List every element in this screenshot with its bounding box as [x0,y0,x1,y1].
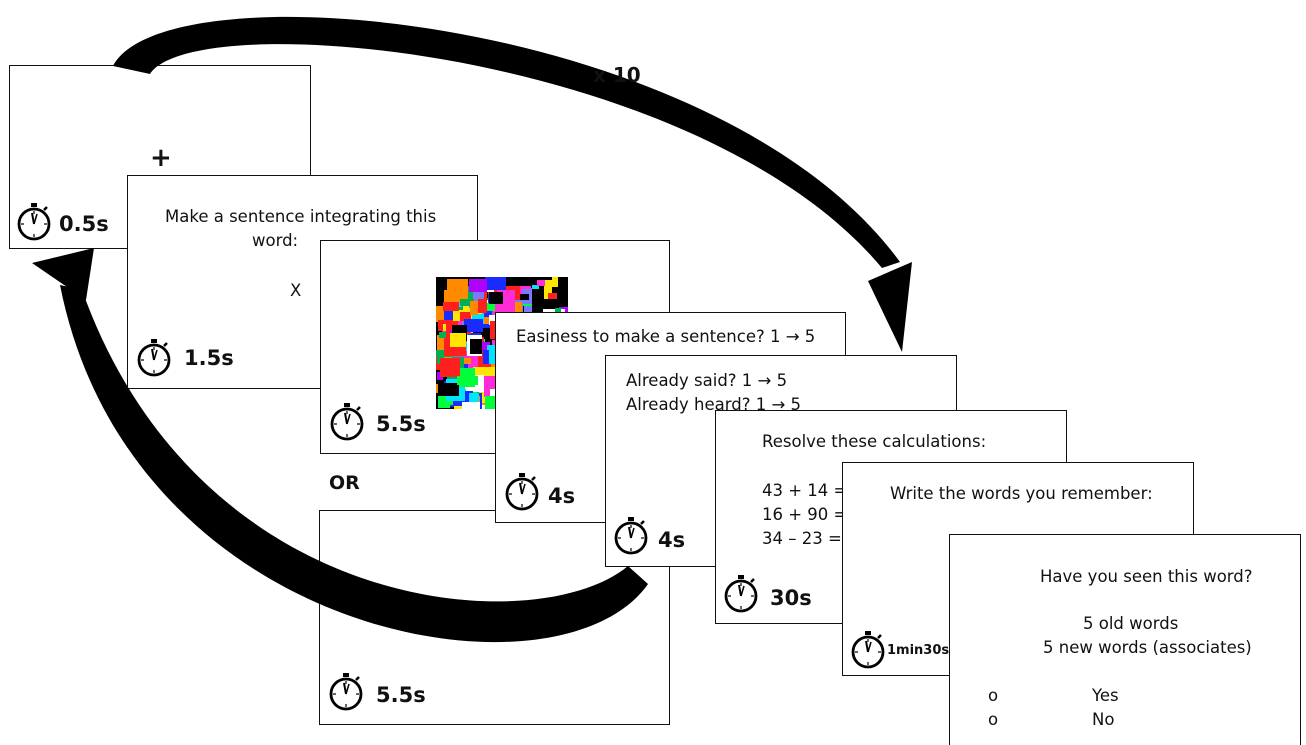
stopwatch-icon [137,339,171,377]
repeat-arrowhead [868,262,912,352]
repeat-label: x 10 [593,63,641,87]
option-yes: Yes [1092,686,1119,705]
already-heard-prompt: Already heard? 1 → 5 [626,395,802,414]
calculation-item: 16 + 90 = [762,505,848,524]
stopwatch-icon [851,631,885,669]
duration-label: 4s [548,484,576,508]
duration-label: 5.5s [376,683,426,707]
stopwatch-icon [724,575,758,613]
old-words-count: 5 old words [1083,614,1179,633]
repeat-arrow [113,16,900,268]
recognition-title: Have you seen this word? [1040,567,1253,586]
easiness-prompt: Easiness to make a sentence? 1 → 5 [516,327,816,346]
stopwatch-icon [614,517,648,555]
calculation-item: 34 – 23 = [762,529,842,548]
stopwatch-icon [330,403,364,441]
duration-label: 0.5s [59,212,109,236]
calculation-item: 43 + 14 = [762,481,848,500]
option-no: No [1092,710,1115,729]
duration-label: 1.5s [184,346,234,370]
new-words-count: 5 new words (associates) [1043,638,1252,657]
stopwatch-icon [505,473,539,511]
option-bullet: o [988,686,999,705]
return-arrowhead [32,248,94,300]
duration-label: 4s [658,528,686,552]
sentence-prompt-line1: Make a sentence integrating this [165,207,437,226]
stimulus-word: X [290,281,302,300]
option-bullet: o [988,710,999,729]
duration-label: 1min30s [887,643,950,658]
calculation-title: Resolve these calculations: [762,432,987,451]
sentence-prompt-line2: word: [252,231,299,250]
recall-title: Write the words you remember: [890,484,1153,503]
return-arrow [60,285,648,643]
or-label: OR [329,472,360,494]
duration-label: 30s [770,586,812,610]
already-said-prompt: Already said? 1 → 5 [626,371,788,390]
fixation-cross: + [150,143,172,173]
recognition-screen [949,534,1301,745]
stopwatch-icon [329,673,363,711]
duration-label: 5.5s [376,412,426,436]
stopwatch-icon [17,203,51,241]
